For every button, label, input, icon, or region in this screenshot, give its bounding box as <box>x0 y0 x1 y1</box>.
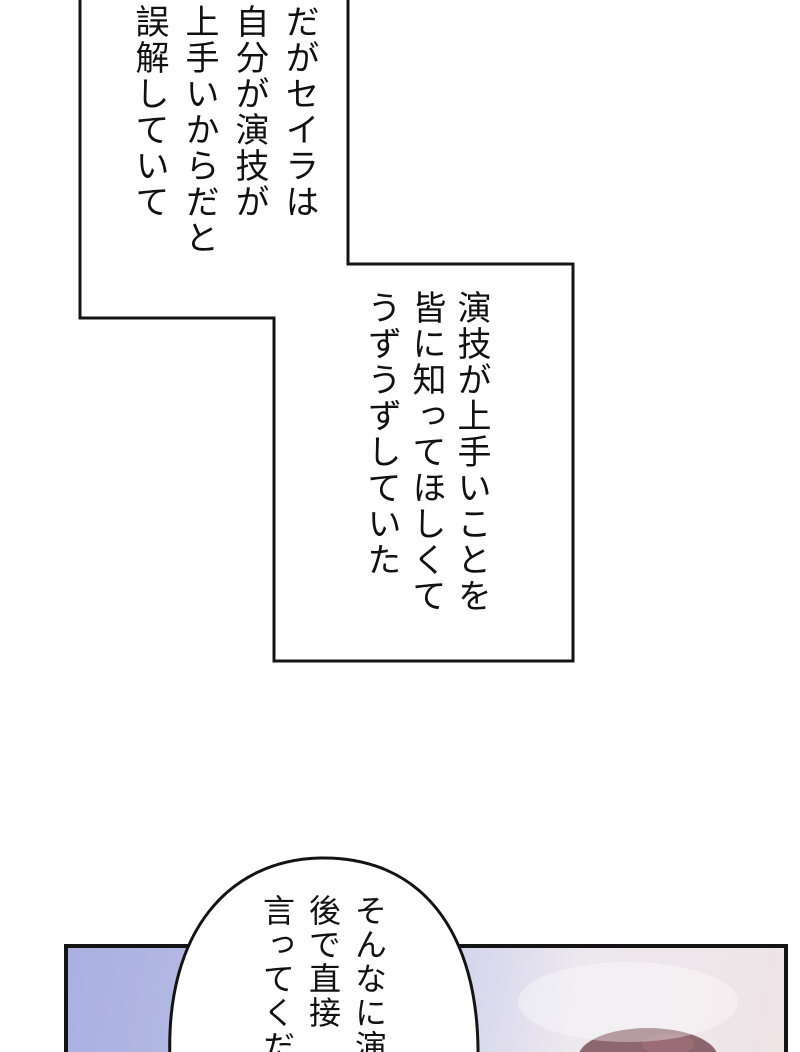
caption-middle-line-3: うずうずしていた <box>361 290 401 578</box>
caption-middle-text: 演技が上手いことを 皆に知ってほしくて うずうずしていた <box>358 290 493 640</box>
panel-figure-hint <box>518 962 738 1052</box>
caption-middle-line-2: 皆に知ってほしくて <box>406 290 446 614</box>
speech-bubble-text: そんなに演 後で直接 言ってくだ <box>254 894 392 1052</box>
caption-top-line-2: 自分が演技が <box>229 4 269 220</box>
speech-line-1: そんなに演 <box>350 894 388 1052</box>
illustration-panel <box>64 944 788 1052</box>
speech-line-2: 後で直接 <box>304 894 342 1030</box>
caption-top-line-3: 上手いからだと <box>179 4 219 256</box>
caption-top-line-4: 誤解していて <box>129 4 169 220</box>
caption-middle-line-1: 演技が上手いことを <box>451 290 491 614</box>
caption-top-line-1: だがセイラは <box>279 4 319 220</box>
speech-line-3: 言ってくだ <box>258 894 296 1052</box>
caption-top-text: だがセイラは 自分が演技が 上手いからだと 誤解していて <box>124 4 324 304</box>
